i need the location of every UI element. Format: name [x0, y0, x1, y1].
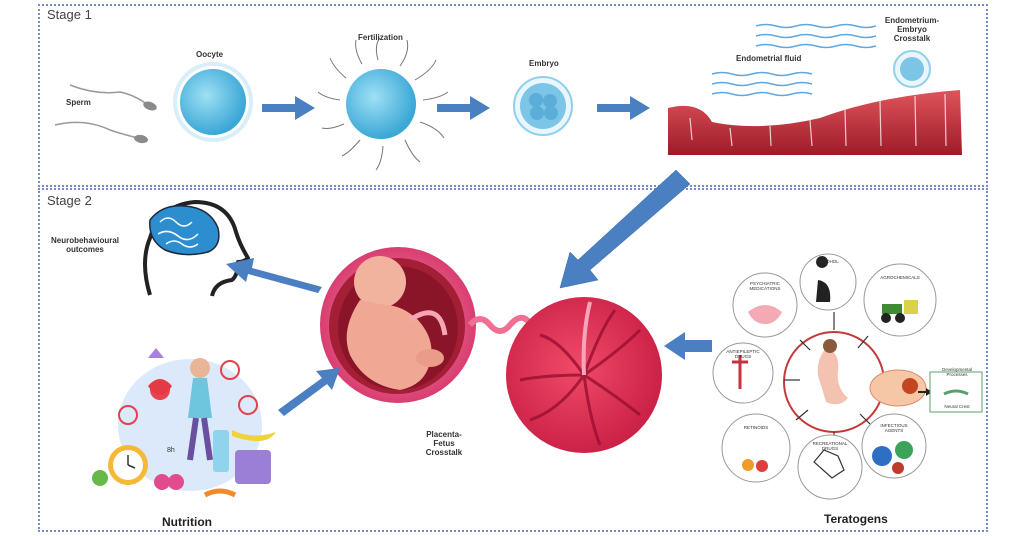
arrow-from-nutrition	[278, 368, 340, 416]
label-oocyte: Oocyte	[196, 50, 224, 59]
arrow-3	[597, 96, 650, 120]
label-nutrition: Nutrition	[162, 515, 212, 529]
label-neurobehavioural: Neurobehavioural outcomes	[50, 236, 119, 255]
placenta-icon	[506, 297, 662, 453]
implanting-embryo-icon	[893, 50, 931, 88]
label-endometrium-embryo-crosstalk: Endometrium-Embryo Crosstalk	[884, 16, 940, 44]
teratogen-infectious: INFECTIOUS AGENTS	[880, 423, 908, 433]
teratogen-agrochemicals: AGROCHEMICALS	[880, 275, 920, 280]
nutrition-illustration	[92, 348, 276, 498]
teratogen-antiepileptic: ANTIEPILEPTIC DRUGS	[726, 349, 760, 359]
label-fertilization: Fertilization	[358, 33, 403, 42]
stage-2-label: Stage 2	[47, 193, 92, 208]
teratogen-retinoids: RETINOIDS	[743, 425, 769, 430]
label-sperm: Sperm	[66, 98, 91, 107]
label-neural-crest: Neural Crest	[944, 404, 970, 409]
teratogen-recreational: RECREATIONAL DRUGS	[812, 441, 848, 451]
head-brain-icon	[143, 200, 250, 297]
label-teratogens: Teratogens	[824, 512, 888, 526]
teratogens-wheel	[712, 253, 983, 500]
fertilization-icon	[317, 37, 449, 171]
endometrium-tissue	[668, 90, 962, 155]
arrow-to-head	[226, 258, 322, 293]
embryo-icon	[513, 76, 573, 136]
label-endometrial-fluid: Endometrial fluid	[736, 54, 802, 63]
stage-2-panel	[38, 188, 988, 532]
arrow-1	[262, 96, 315, 120]
arrow-2	[437, 96, 490, 120]
sperm-icon	[54, 84, 157, 144]
diagonal-arrow	[559, 169, 691, 289]
stage-1-label: Stage 1	[47, 7, 92, 22]
teratogen-psychiatric: PSYCHIATRIC MEDICATIONS	[749, 281, 781, 291]
stage-1-panel	[38, 4, 988, 187]
label-embryo: Embryo	[529, 59, 559, 68]
label-placenta-fetus-crosstalk: Placenta-Fetus Crosstalk	[425, 430, 463, 458]
endometrial-fluid-waves	[711, 23, 877, 97]
fetus-womb-icon	[320, 247, 476, 403]
oocyte-icon	[173, 62, 253, 142]
umbilical-cord	[467, 314, 531, 334]
arrow-from-teratogens	[664, 332, 712, 360]
label-developmental-processes: Developmental Processes	[941, 367, 973, 377]
teratogen-alcohol: ALCOHOL	[817, 259, 839, 264]
nutrition-clock-text: 8h	[167, 447, 175, 454]
